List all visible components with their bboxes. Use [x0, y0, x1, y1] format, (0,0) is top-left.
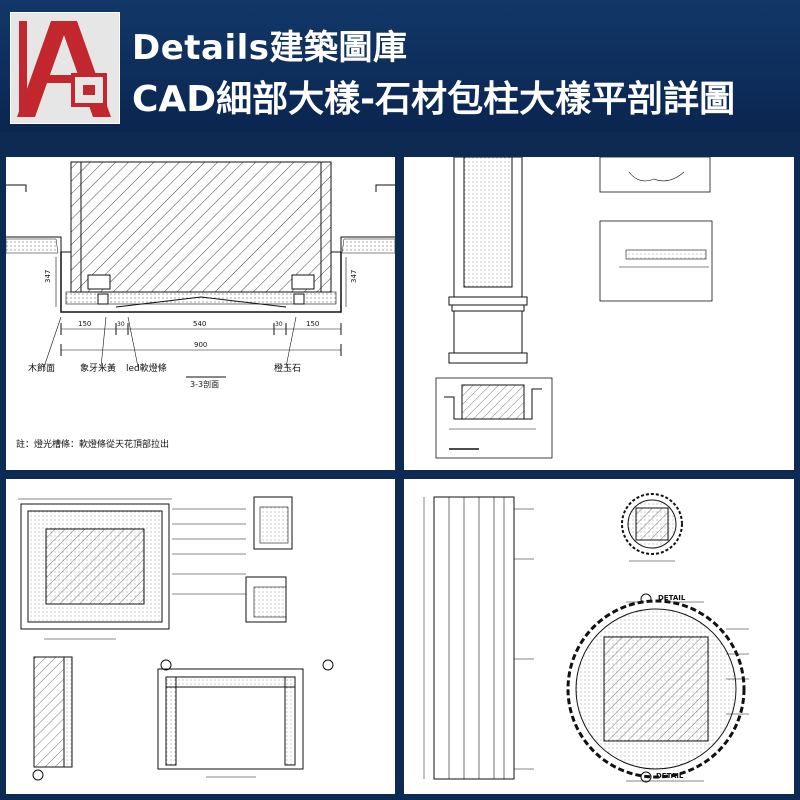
dim-left: 347	[44, 270, 52, 283]
label-ivory-marble: 象牙米黃	[80, 362, 116, 374]
detail-label-bottom: DETAIL	[656, 772, 684, 780]
label-led-strip: led軟燈條	[126, 362, 167, 374]
dim-total: 900	[194, 341, 207, 349]
autocad-logo	[10, 12, 120, 124]
section-title: 3-3剖面	[190, 379, 219, 389]
header-title-line2: CAD細部大樣-石材包柱大樣平剖詳圖	[132, 79, 736, 120]
header-banner: Details建築圖庫 CAD細部大樣-石材包柱大樣平剖詳圖	[0, 0, 800, 132]
dim-30-left: 30	[117, 321, 125, 328]
drawing-panel-elevation	[404, 157, 794, 470]
label-onyx: 橙玉石	[274, 362, 301, 374]
detail-label-top: DETAIL	[658, 594, 686, 602]
drawing-note: 註：燈光槽條：軟燈條從天花頂部拉出	[16, 438, 169, 450]
label-wood-veneer: 木飾面	[28, 362, 55, 374]
dim-30-right: 30	[275, 321, 283, 328]
drawing-panel-plan	[6, 479, 395, 794]
header-title-line1: Details建築圖庫	[132, 28, 408, 68]
dim-right: 347	[350, 270, 358, 283]
dim-150-left: 150	[78, 320, 91, 328]
drawing-panel-section: 347 347 150 30 540 30 150 900 木飾面 象牙米黃 l…	[6, 157, 395, 470]
drawing-panel-round-column: DETAIL DETAIL	[404, 479, 794, 794]
dim-540: 540	[193, 320, 206, 328]
dim-150-right: 150	[306, 320, 319, 328]
